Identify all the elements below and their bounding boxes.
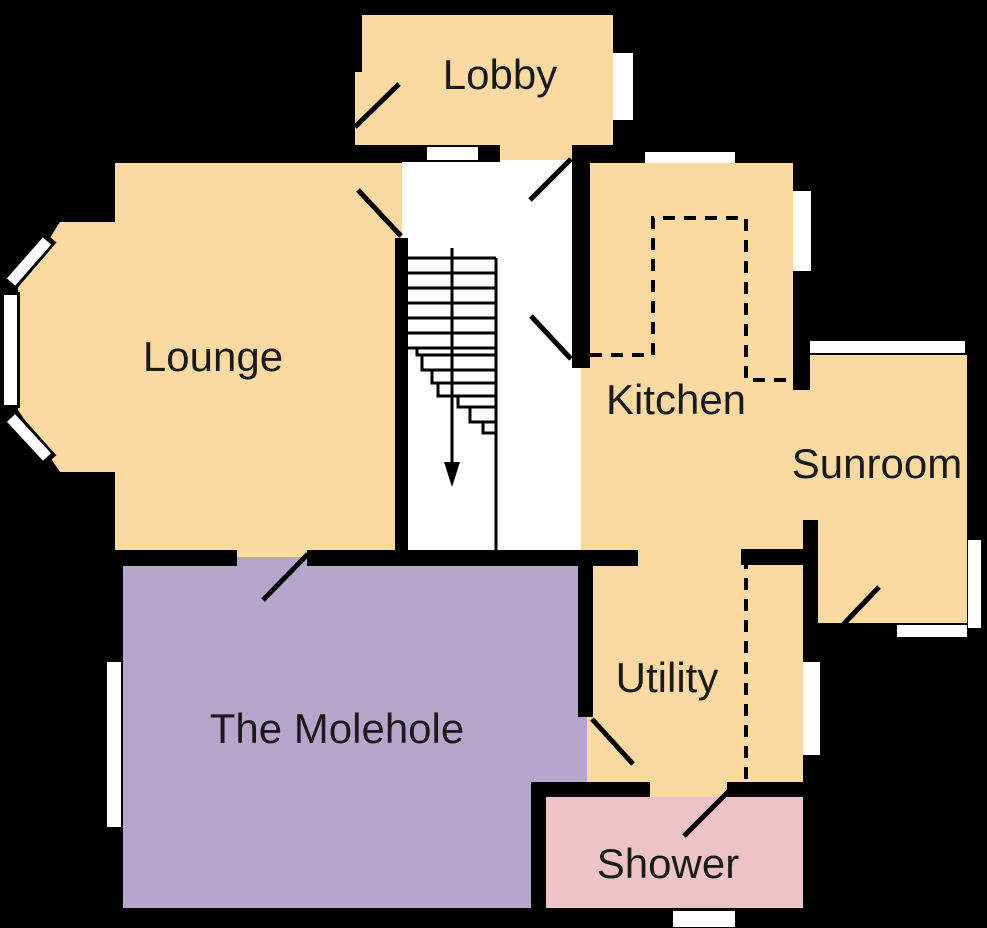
stair-down-arrow-icon [444,462,460,487]
dashed-outlines [590,216,793,780]
lobby-hall-door [528,157,573,202]
utility-east-window [803,662,820,755]
shower-door [682,789,731,838]
kitchen-east-window [793,191,811,271]
sunroom-label: Sunroom [792,440,962,487]
molehole-label: The Molehole [210,705,464,752]
lobby-hall-window [427,147,478,160]
kitchen-floor [581,163,810,552]
windows [4,53,981,927]
kitchen-top-window [645,152,735,163]
sunroom-east-window [968,540,981,628]
utility-label: Utility [616,654,719,701]
floors [18,15,967,908]
sunroom-door [836,585,881,632]
kitchen-label: Kitchen [606,376,746,423]
molehole-west-window [107,662,121,827]
lounge-floor [18,163,402,550]
utility-floor [581,552,803,797]
sunroom-top-window [810,341,965,353]
room-labels: Lobby Lounge Kitchen Sunroom Utility The… [143,51,962,887]
kitchen-door [529,314,573,361]
bay-lower-window [6,414,52,461]
molehole-floor [123,557,587,908]
lobby-label: Lobby [443,51,557,98]
lounge-label: Lounge [143,333,283,380]
lobby-front-door [353,82,401,129]
doors [261,82,881,838]
molehole-door [261,552,310,602]
lounge-molehole-doorway-floor [237,545,307,559]
shower-floor [546,797,803,908]
lounge-door [356,188,403,238]
lobby-floor [355,15,613,160]
bay-upper-window [6,237,52,286]
kitchen-dashed-outline [590,216,793,382]
bay-center-window [4,295,17,405]
shower-bottom-window [673,911,735,927]
staircase [408,248,498,550]
shower-label: Shower [597,840,739,887]
utility-door [590,717,635,766]
lobby-east-window [613,53,633,120]
sunroom-bottom-window [897,625,967,637]
sunroom-floor [810,355,967,623]
